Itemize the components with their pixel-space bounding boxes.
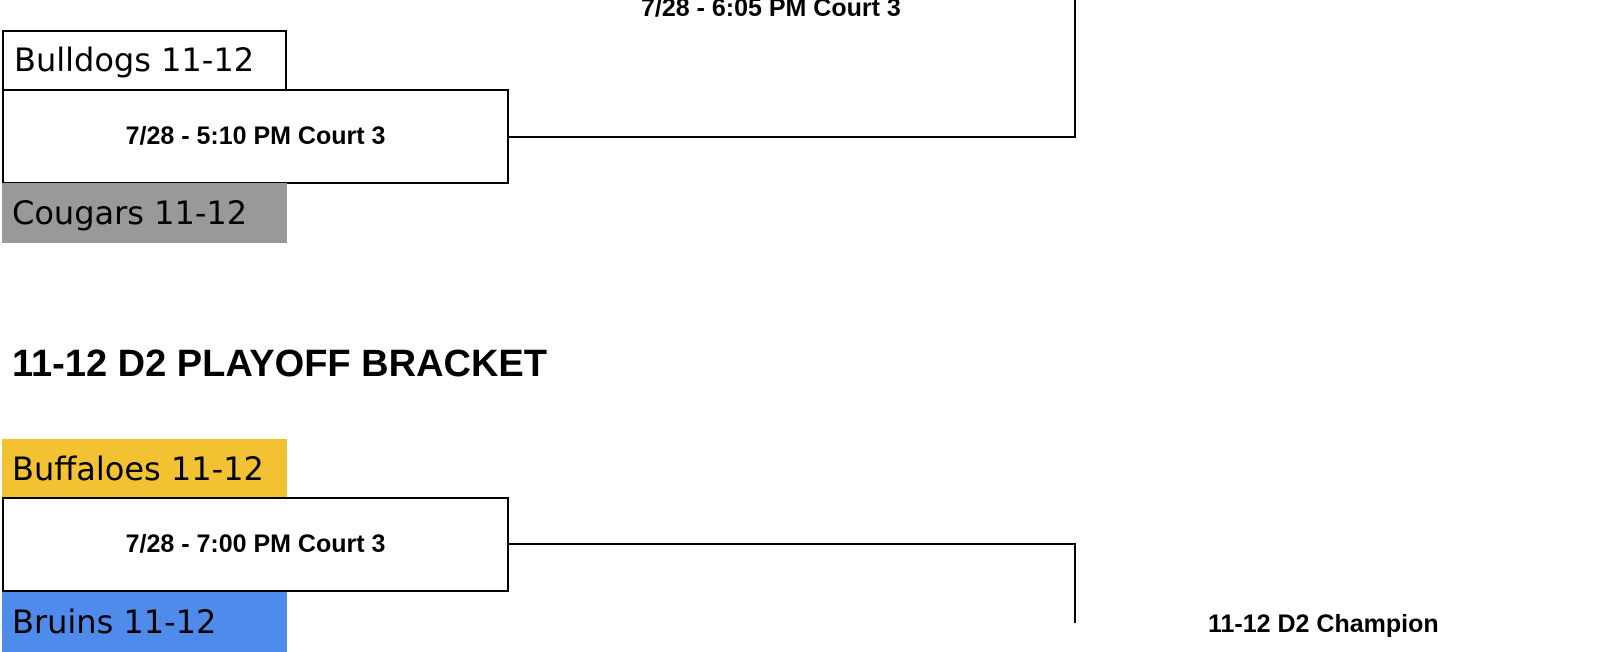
game-label: 7/28 - 5:10 PM Court 3: [125, 122, 386, 150]
bracket-title: 11-12 D2 PLAYOFF BRACKET: [12, 343, 547, 385]
game-7-00-court-3: 7/28 - 7:00 PM Court 3: [2, 497, 509, 592]
bracket-line-horizontal: [507, 136, 1076, 138]
team-buffaloes: Buffaloes 11-12: [2, 439, 287, 499]
bracket-line-horizontal: [507, 543, 1076, 545]
team-cougars: Cougars 11-12: [2, 183, 287, 243]
team-bruins: Bruins 11-12: [2, 592, 287, 652]
final-game-label: 7/28 - 6:05 PM Court 3: [641, 0, 901, 22]
bracket-line-vertical: [1074, 543, 1076, 623]
champion-label: 11-12 D2 Champion: [1208, 610, 1439, 638]
team-bulldogs: Bulldogs 11-12: [2, 30, 287, 91]
bracket-line-vertical: [1074, 0, 1076, 138]
game-label: 7/28 - 7:00 PM Court 3: [125, 530, 386, 558]
game-5-10-court-3: 7/28 - 5:10 PM Court 3: [2, 89, 509, 184]
